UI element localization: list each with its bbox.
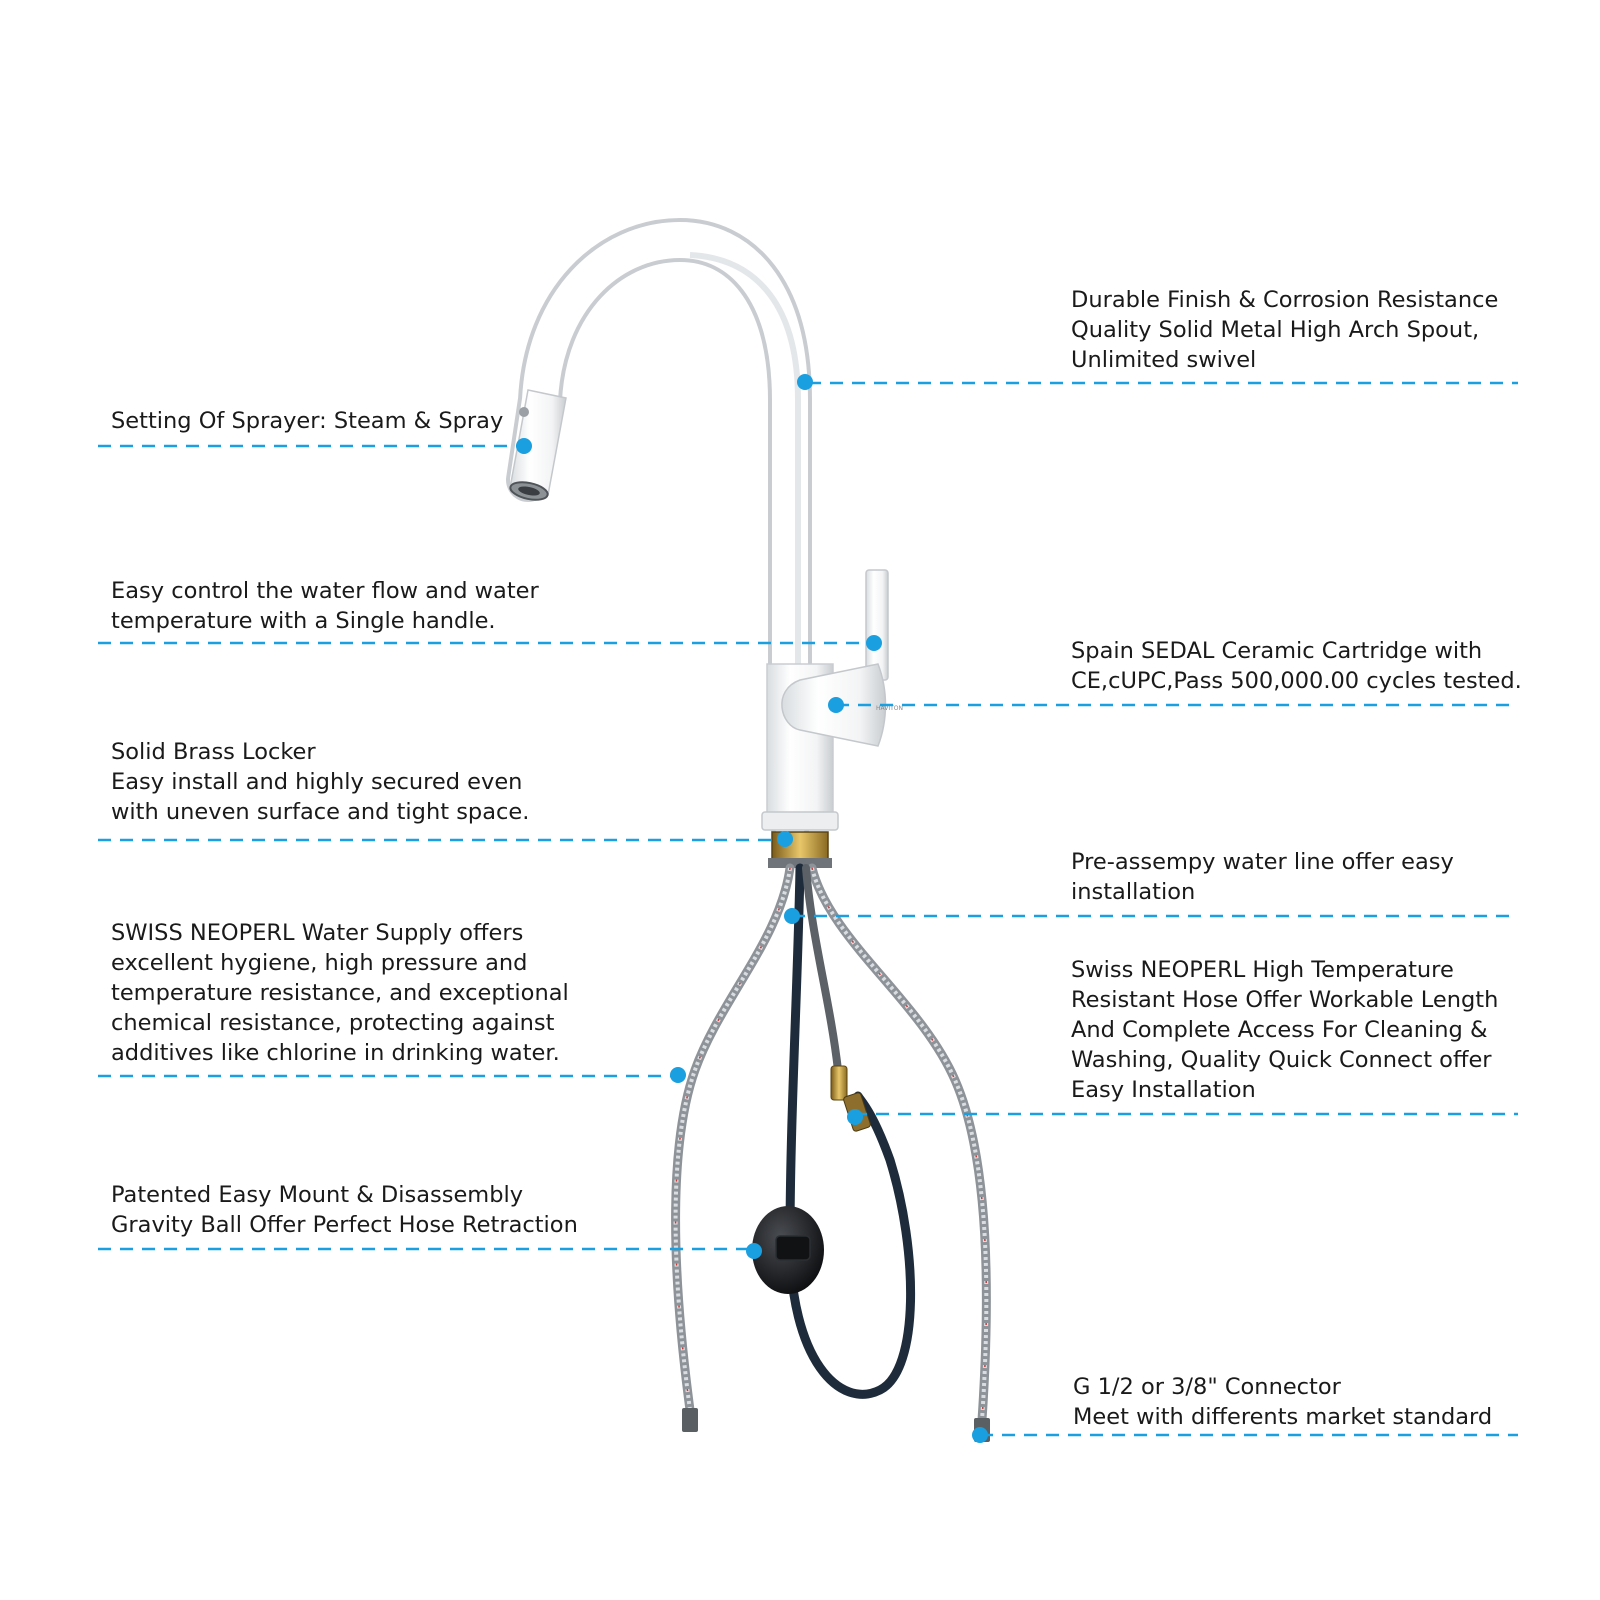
callout-label-handle: Easy control the water flow and water te… — [111, 576, 539, 636]
callout-dot-sprayer — [516, 438, 532, 454]
callout-text-line: installation — [1071, 879, 1196, 905]
callout-text-line: Durable Finish & Corrosion Resistance — [1071, 287, 1499, 313]
callout-label-sprayer: Setting Of Sprayer: Steam & Spray — [111, 406, 503, 436]
callout-text-line: Washing, Quality Quick Connect offer — [1071, 1047, 1492, 1073]
callout-text-line: Patented Easy Mount & Disassembly — [111, 1182, 524, 1208]
callout-label-spout: Durable Finish & Corrosion Resistance Qu… — [1071, 285, 1498, 375]
gravity-ball — [752, 1206, 824, 1294]
callout-text-line: Easy install and highly secured even — [111, 769, 523, 795]
callout-label-water-line: Pre-assempy water line offer easy instal… — [1071, 847, 1454, 907]
callout-text-line: Resistant Hose Offer Workable Length — [1071, 987, 1499, 1013]
callout-label-gravity-ball: Patented Easy Mount & Disassembly Gravit… — [111, 1180, 578, 1240]
callout-text-line: Pre-assempy water line offer easy — [1071, 849, 1454, 875]
callout-text-line: Unlimited swivel — [1071, 347, 1257, 373]
faucet-illustration: HAVITON — [506, 217, 991, 1442]
callout-text-line: Setting Of Sprayer: Steam & Spray — [111, 408, 504, 434]
callout-label-locker: Solid Brass Locker Easy install and high… — [111, 737, 529, 827]
callout-dot-handle — [866, 635, 882, 651]
callout-label-water-supply: SWISS NEOPERL Water Supply offers excell… — [111, 918, 569, 1068]
callout-text-line: temperature resistance, and exceptional — [111, 980, 569, 1006]
callout-dots — [516, 374, 988, 1443]
callout-text-line: Easy control the water flow and water — [111, 578, 539, 604]
callout-text-line: Quality Solid Metal High Arch Spout, — [1071, 317, 1480, 343]
callout-text-line: Spain SEDAL Ceramic Cartridge with — [1071, 638, 1483, 664]
callout-dot-water-line — [784, 908, 800, 924]
svg-text:HAVITON: HAVITON — [876, 705, 903, 712]
callout-dot-spout — [797, 374, 813, 390]
callout-text-line: excellent hygiene, high pressure and — [111, 950, 528, 976]
callout-dot-connector — [972, 1427, 988, 1443]
callout-dot-water-supply — [670, 1067, 686, 1083]
callout-text-line: Solid Brass Locker — [111, 739, 316, 765]
callout-text-line: G 1/2 or 3/8" Connector — [1073, 1374, 1341, 1400]
callout-dot-gravity-ball — [746, 1243, 762, 1259]
callout-text-line: additives like chlorine in drinking wate… — [111, 1040, 560, 1066]
callout-text-line: chemical resistance, protecting against — [111, 1010, 555, 1036]
callout-text-line: Easy Installation — [1071, 1077, 1256, 1103]
sprayer-head — [509, 389, 567, 501]
callout-text-line: temperature with a Single handle. — [111, 608, 496, 634]
callout-text-line: Meet with differents market standard — [1073, 1404, 1493, 1430]
callout-text-line: SWISS NEOPERL Water Supply offers — [111, 920, 524, 946]
callout-label-hose: Swiss NEOPERL High Temperature Resistant… — [1071, 955, 1498, 1105]
callout-text-line: Swiss NEOPERL High Temperature — [1071, 957, 1454, 983]
callout-dot-locker — [777, 831, 793, 847]
callout-label-cartridge: Spain SEDAL Ceramic Cartridge with CE,cU… — [1071, 636, 1522, 696]
callout-text-line: CE,cUPC,Pass 500,000.00 cycles tested. — [1071, 668, 1522, 694]
callout-text-line: And Complete Access For Cleaning & — [1071, 1017, 1488, 1043]
callout-dot-hose — [847, 1109, 863, 1125]
callout-label-connector: G 1/2 or 3/8" Connector Meet with differ… — [1073, 1372, 1492, 1432]
callout-text-line: Gravity Ball Offer Perfect Hose Retracti… — [111, 1212, 578, 1238]
callout-text-line: with uneven surface and tight space. — [111, 799, 530, 825]
callout-dot-cartridge — [828, 697, 844, 713]
leader-lines — [98, 381, 1518, 1437]
